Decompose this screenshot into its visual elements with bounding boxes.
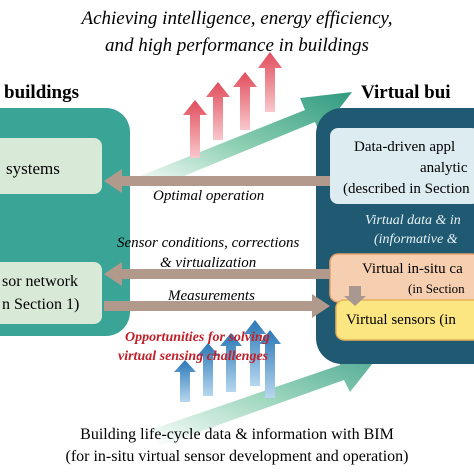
sensor-conditions-line-1: Sensor conditions, corrections (117, 235, 300, 251)
arrow-sensor-conditions (104, 262, 330, 286)
insitu-down-arrow (344, 286, 366, 306)
left-box-sensor-line-2: n Section 1) (2, 296, 80, 313)
sensor-conditions-line-2: & virtualization (160, 255, 257, 271)
left-box-sensor-network (0, 262, 102, 324)
insitu-box-line-2: (in Section (408, 281, 465, 296)
app-box-line-3: (described in Section (343, 181, 470, 197)
blue-arrow-2 (197, 343, 219, 396)
red-arrow-4 (258, 52, 282, 112)
blue-arrow-1 (174, 360, 196, 402)
lower-swoosh-arrow (150, 353, 380, 446)
right-box-applications (330, 128, 474, 204)
right-box-vsensors (335, 299, 474, 341)
left-box-sensor-line-1: sor network (2, 273, 78, 290)
blue-arrow-5 (259, 330, 281, 398)
red-arrow-1 (183, 100, 207, 158)
header-line-1: Achieving intelligence, energy efficienc… (81, 8, 393, 29)
upper-swoosh-arrow (140, 92, 352, 190)
blue-arrow-4 (244, 320, 266, 386)
virtual-data-line-1: Virtual data & in (365, 213, 461, 228)
opportunities-line-2: virtual sensing challenges (118, 349, 269, 364)
right-panel-title: Virtual bui (361, 82, 451, 103)
arrow-measurements (104, 294, 330, 318)
footer-line-1: Building life-cycle data & information w… (80, 426, 394, 443)
header-line-2: and high performance in buildings (105, 35, 369, 56)
vsensors-box-label: Virtual sensors (in (346, 312, 456, 328)
left-box-systems (0, 138, 102, 194)
red-rising-arrows (183, 52, 282, 158)
footer-line-2: (for in-situ virtual sensor development … (65, 448, 409, 465)
left-panel-title: buildings (4, 82, 79, 103)
insitu-box-line-1: Virtual in-situ ca (362, 261, 463, 277)
measurements-label: Measurements (168, 288, 255, 304)
virtual-data-line-2: (informative & (374, 232, 458, 247)
red-arrow-2 (206, 82, 230, 140)
red-arrow-3 (233, 72, 257, 130)
opportunities-line-1: Opportunities for solving (125, 330, 270, 345)
optimal-operation-label: Optimal operation (153, 188, 265, 204)
left-box-systems-label: systems (6, 159, 60, 178)
blue-arrow-3 (220, 333, 242, 392)
app-box-line-2: analytic (420, 160, 468, 176)
app-box-line-1: Data-driven appl (354, 139, 456, 155)
arrow-optimal-operation (104, 169, 330, 193)
blue-rising-arrows (174, 320, 281, 402)
